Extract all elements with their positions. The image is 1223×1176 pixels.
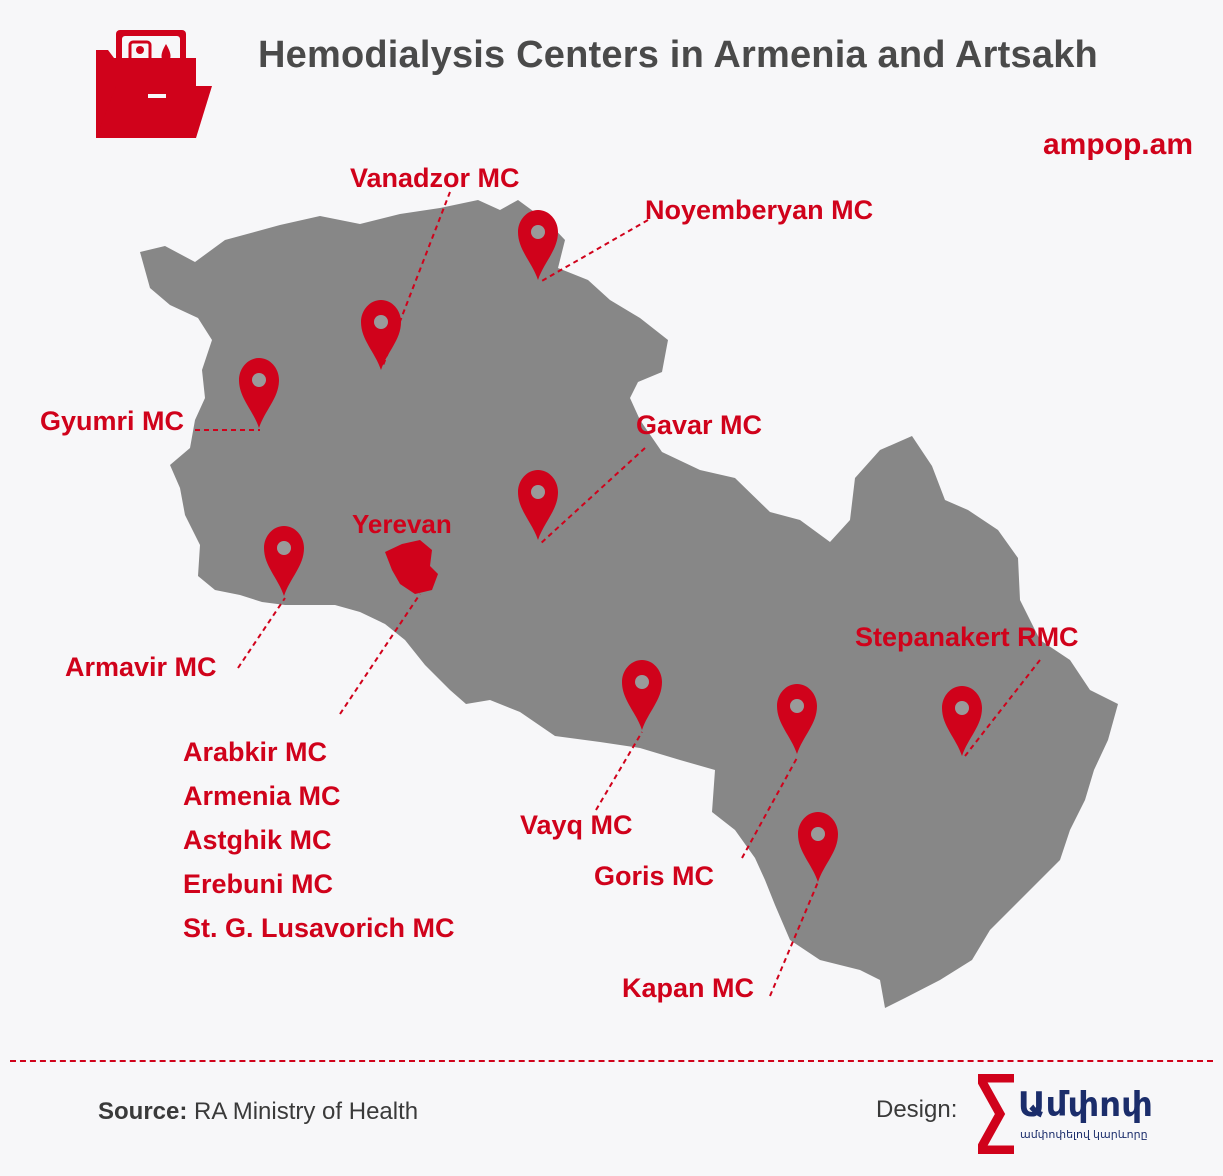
footer-divider: [10, 1060, 1213, 1062]
yerevan-centers-list: Arabkir MC Armenia MC Astghik MC Erebuni…: [183, 730, 455, 950]
brand-logo-tagline: ամփոփելով կարևորը: [1020, 1129, 1148, 1141]
label-gyumri: Gyumri MC: [40, 406, 185, 436]
folder-document-icon: [96, 30, 212, 138]
pin-kapan-icon: [798, 812, 838, 882]
design-label: Design:: [876, 1096, 958, 1123]
pin-layer: [239, 210, 982, 882]
connector-stepanakert: [964, 659, 1041, 757]
pin-vanadzor-icon: [361, 300, 401, 370]
pin-vayq-icon: [622, 660, 662, 730]
label-gavar: Gavar MC: [636, 410, 763, 440]
label-vanadzor: Vanadzor MC: [350, 163, 520, 193]
pin-gavar-icon: [518, 470, 558, 540]
pin-noyemberyan-icon: [518, 210, 558, 280]
source-note: Source: RA Ministry of Health: [98, 1098, 418, 1126]
pin-gyumri-icon: [239, 358, 279, 428]
label-vayq: Vayq MC: [520, 810, 633, 840]
connector-goris: [741, 755, 799, 859]
pin-armavir-icon: [264, 526, 304, 596]
label-kapan: Kapan MC: [622, 973, 755, 1003]
connector-gavar: [539, 447, 646, 545]
list-item: Arabkir MC: [183, 737, 328, 767]
label-yerevan: Yerevan: [352, 509, 452, 539]
brand-logo-icon[interactable]: [978, 1074, 1178, 1154]
map-region: [140, 200, 1118, 1008]
pin-stepanakert-icon: [942, 686, 982, 756]
connector-armavir: [237, 597, 286, 669]
connector-kapan: [769, 881, 819, 997]
brand-logo-wordmark: Ամփոփ: [1018, 1086, 1153, 1124]
list-item: Erebuni MC: [183, 869, 334, 899]
list-item: Astghik MC: [183, 825, 332, 855]
list-item: St. G. Lusavorich MC: [183, 913, 455, 943]
connector-vayq: [595, 731, 643, 811]
page-title: Hemodialysis Centers in Armenia and Arts…: [258, 34, 1098, 76]
site-url[interactable]: ampop.am: [1042, 128, 1193, 161]
source-label: Source:: [98, 1098, 188, 1125]
connector-yerevan: [339, 593, 421, 715]
yerevan-area: [385, 540, 438, 594]
source-text: RA Ministry of Health: [194, 1098, 419, 1125]
label-armavir: Armavir MC: [65, 652, 217, 682]
label-stepanakert: Stepanakert RMC: [855, 622, 1079, 652]
pin-goris-icon: [777, 684, 817, 754]
list-item: Armenia MC: [183, 781, 341, 811]
connector-noyemberyan: [539, 219, 649, 283]
label-noyemberyan: Noyemberyan MC: [645, 195, 874, 225]
label-goris: Goris MC: [594, 861, 715, 891]
